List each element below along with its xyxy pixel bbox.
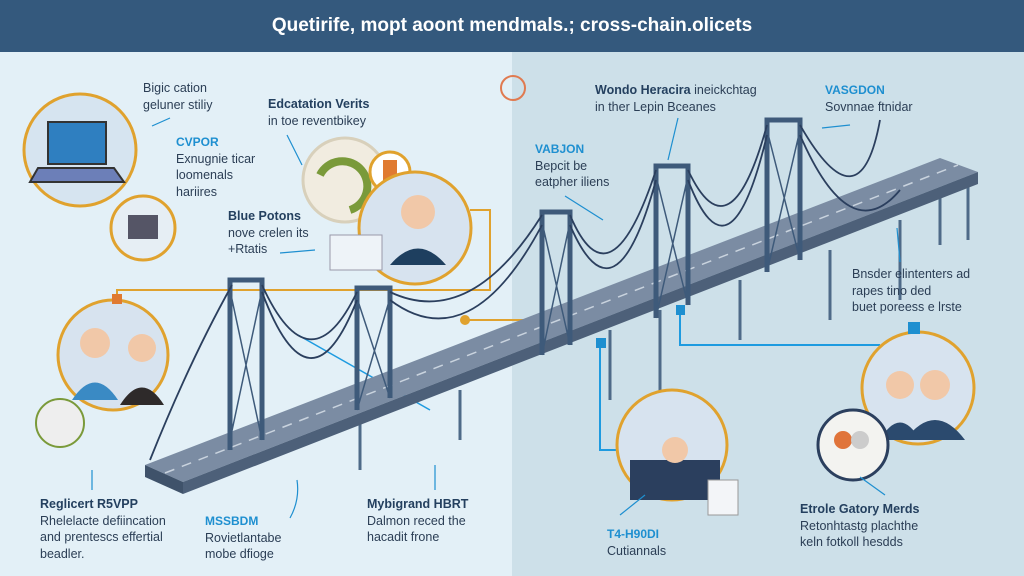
- callout-text: Sovnnae ftnidar: [825, 99, 913, 114]
- lightbulb-icon: [500, 75, 526, 101]
- callout-text: buet poreess e lrste: [852, 300, 962, 314]
- callout-mybigrand: Mybigrand HBRT Dalmon reced the hacadit fr…: [367, 496, 468, 546]
- callout-text: Exnugnie ticar: [176, 151, 256, 166]
- callout-vasgdon: VASGDON Sovnnae ftnidar: [825, 82, 913, 115]
- callout-text: hariires: [176, 184, 217, 199]
- callout-title: Etrole Gatory Merds: [800, 502, 920, 516]
- callout-text: Bnsder elintenters ad: [852, 267, 971, 281]
- bridge-deck: [145, 158, 978, 494]
- callout-title: Mybigrand HBRT: [367, 497, 469, 511]
- callout-blue: Blue Potons nove crelen its +Rtatis: [228, 208, 309, 258]
- callout-title: Wondo Heracira: [595, 83, 691, 97]
- callout-text: loomenals: [176, 168, 233, 182]
- callout-text: in toe reventbikey: [268, 113, 366, 128]
- callout-title: Reglicert R5VPP: [40, 497, 138, 511]
- callout-cvpor: CVPOR Exnugnie ticar loomenals hariires: [176, 134, 255, 200]
- callout-digic: Bigic cation geluner stiliy: [143, 80, 212, 113]
- callout-tag: T4-H90DI: [607, 527, 660, 541]
- callout-wondo: Wondo Heracira ineickchtag in ther Lepin …: [595, 82, 757, 115]
- callout-title: Blue Potons: [228, 209, 301, 223]
- callout-text: Bepcit be: [535, 158, 588, 173]
- callout-text: nove crelen its: [228, 225, 309, 240]
- callout-bnsder: Bnsder elintenters ad rapes tino ded buet …: [852, 266, 970, 316]
- callout-reglicert: Reglicert R5VPP Rhelelacte defiincation an…: [40, 496, 166, 562]
- callout-text: Bigic cation: [143, 81, 207, 95]
- callout-text: Rovietlantabe: [205, 530, 282, 545]
- callout-text: rapes tino ded: [852, 283, 932, 298]
- screen-icon: [329, 234, 383, 271]
- callout-t4: T4-H90DI Cutiannals: [607, 526, 666, 559]
- laptop-icon: [47, 121, 107, 165]
- callout-tag: MSSBDM: [205, 514, 259, 528]
- callout-text: Cutiannals: [607, 543, 667, 558]
- callout-text: mobe dfioge: [205, 547, 274, 561]
- callout-text: +Rtatis: [228, 242, 268, 256]
- callout-tag: VABJON: [535, 142, 585, 156]
- small-circle: [35, 398, 85, 448]
- callout-tag: VASGDON: [825, 83, 885, 97]
- callout-text: Dalmon reced the: [367, 513, 466, 528]
- bridge-cables: [149, 119, 901, 461]
- callout-title: Edcatation Verits: [268, 97, 370, 111]
- page-title: Quetirife, mopt aoont mendmals.; cross-c…: [0, 0, 1024, 52]
- callout-text: ineickchtag: [694, 83, 757, 97]
- callout-text: beadler.: [40, 546, 85, 561]
- callout-text: and prentescs effertial: [40, 530, 163, 544]
- callout-text: Rhelelacte defiincation: [40, 513, 166, 528]
- arrows: [91, 117, 901, 519]
- connector-nodes: [112, 294, 920, 348]
- callout-text: Retonhtastg plachthe: [800, 518, 919, 533]
- callout-tag: CVPOR: [176, 135, 219, 149]
- callout-vabjon: VABJON Bepcit be eatpher iliens: [535, 141, 609, 191]
- callout-text: keln fotkoll hesdds: [800, 535, 903, 549]
- callout-text: in ther Lepin Bceanes: [595, 99, 716, 114]
- bridge-towers: [227, 117, 803, 450]
- callout-edcatation: Edcatation Verits in toe reventbikey: [268, 96, 369, 129]
- illustration-circles: [22, 75, 976, 516]
- callout-text: hacadit frone: [367, 530, 440, 544]
- callout-mssbdm: MSSBDM Rovietlantabe mobe dfioge: [205, 513, 281, 563]
- callout-text: eatpher iliens: [535, 175, 610, 189]
- bridge-supports: [358, 180, 970, 470]
- callout-text: geluner stiliy: [143, 97, 213, 112]
